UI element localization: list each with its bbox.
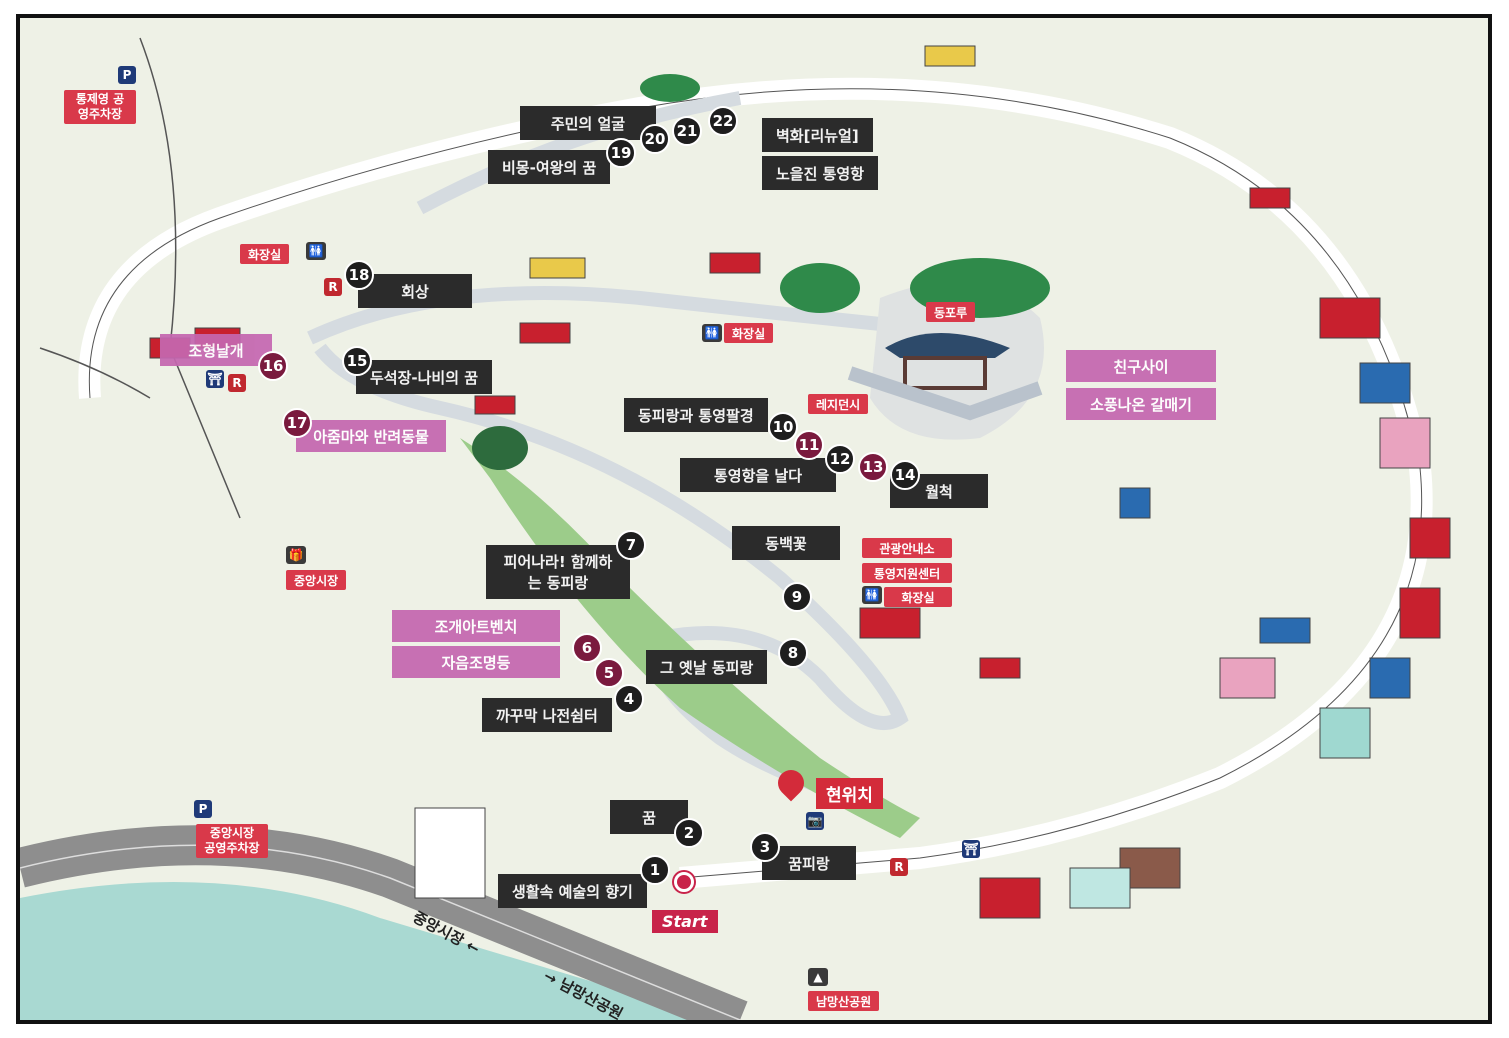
spot-number-14[interactable]: 14 (890, 460, 920, 490)
toilet-icon: 🚻 (862, 586, 882, 604)
tree-cluster (472, 426, 528, 470)
spot-label-10[interactable]: 동피랑과 통영팔경 (624, 398, 768, 432)
spot-label-16[interactable]: 조형날개 (160, 334, 272, 366)
parking-icon: P (194, 800, 212, 818)
spot-label-15[interactable]: 두석장-나비의 꿈 (356, 360, 493, 394)
spot-number-20[interactable]: 20 (640, 124, 670, 154)
parking-icon: P (118, 66, 136, 84)
spot-number-12[interactable]: 12 (825, 444, 855, 474)
photo-spot-icon: 📷 (806, 812, 824, 830)
spot-label-8[interactable]: 그 옛날 동피랑 (646, 650, 768, 684)
spot-number-7[interactable]: 7 (616, 530, 646, 560)
nammangsan-park-label[interactable]: 남망산공원 (808, 991, 880, 1011)
tongjeyoung-parking-label[interactable]: 통제영 공영주차장 (64, 90, 136, 124)
support-center-label[interactable]: 통영지원센터 (862, 563, 952, 583)
spot-number-6[interactable]: 6 (572, 633, 602, 663)
spot-number-16[interactable]: 16 (258, 351, 288, 381)
spot-number-5[interactable]: 5 (594, 658, 624, 688)
spot-number-22[interactable]: 22 (708, 106, 738, 136)
spot-label-20[interactable]: 주민의 얼굴 (520, 106, 656, 140)
gift-icon: 🎁 (286, 546, 306, 564)
spot-label-7[interactable]: 피어나라! 함께하는 동피랑 (486, 545, 630, 599)
spot-label-17[interactable]: 아줌마와 반려동물 (296, 420, 446, 452)
rest-area-icon: R (890, 858, 908, 876)
mountain-icon: ▲ (808, 968, 828, 986)
jungang-parking-label[interactable]: 중앙시장 공영주차장 (196, 824, 268, 858)
residency-label[interactable]: 레지던시 (808, 394, 869, 414)
toilet-label[interactable]: 화장실 (240, 244, 290, 264)
spot-label-13[interactable]: 소풍나온 갈매기 (1066, 388, 1216, 420)
spot-number-15[interactable]: 15 (342, 346, 372, 376)
spot-number-8[interactable]: 8 (778, 638, 808, 668)
spot-number-10[interactable]: 10 (768, 412, 798, 442)
spot-label-6[interactable]: 조개아트벤치 (392, 610, 560, 642)
spot-number-2[interactable]: 2 (674, 818, 704, 848)
dongporu-pavilion-roof (885, 333, 1010, 358)
spot-number-1[interactable]: 1 (640, 855, 670, 885)
map-base-drawing (20, 37, 1451, 1020)
spot-label-21[interactable]: 노을진 통영항 (762, 156, 879, 190)
spot-number-19[interactable]: 19 (606, 138, 636, 168)
rest-area-icon: R (324, 278, 342, 296)
start-point-icon (674, 872, 694, 892)
spot-label-19[interactable]: 비몽-여왕의 꿈 (488, 150, 611, 184)
spot-number-4[interactable]: 4 (614, 684, 644, 714)
toilet-icon: 🚻 (702, 324, 722, 342)
current-location-label: 현위치 (816, 778, 883, 809)
spot-label-12[interactable]: 통영항을 날다 (680, 458, 836, 492)
spot-number-21[interactable]: 21 (672, 116, 702, 146)
viewpoint-icon: ⛩ (962, 840, 980, 858)
toilet-label[interactable]: 화장실 (724, 323, 774, 343)
tree-cluster (640, 74, 700, 102)
spot-label-9[interactable]: 동백꽃 (732, 526, 840, 560)
green-slope (460, 438, 920, 838)
village-path (416, 91, 742, 215)
village-map: 생활속 예술의 향기 꿈 꿈피랑 까꾸막 나전쉼터 자음조명등 조개아트벤치 피… (20, 18, 1488, 1020)
spot-number-11[interactable]: 11 (794, 430, 824, 460)
spot-number-17[interactable]: 17 (282, 408, 312, 438)
start-label: Start (652, 910, 718, 933)
village-path (307, 286, 921, 345)
toilet-label[interactable]: 화장실 (884, 587, 952, 607)
spot-label-22[interactable]: 벽화[리뉴얼] (762, 118, 873, 152)
spot-label-18[interactable]: 회상 (358, 274, 472, 308)
spot-number-18[interactable]: 18 (344, 260, 374, 290)
rest-area-icon: R (228, 374, 246, 392)
viewpoint-icon: ⛩ (206, 370, 224, 388)
dongporu-label[interactable]: 동포루 (926, 302, 976, 322)
sea-water (20, 882, 720, 1020)
tree-cluster (780, 263, 860, 313)
spot-number-3[interactable]: 3 (750, 832, 780, 862)
toilet-icon: 🚻 (306, 242, 326, 260)
spot-label-4[interactable]: 까꾸막 나전쉼터 (482, 698, 612, 732)
spot-label-1[interactable]: 생활속 예술의 향기 (498, 874, 647, 908)
spot-number-9[interactable]: 9 (782, 582, 812, 612)
spot-number-13[interactable]: 13 (858, 452, 888, 482)
spot-label-5[interactable]: 자음조명등 (392, 646, 560, 678)
jungang-market-label[interactable]: 중앙시장 (286, 570, 347, 590)
spot-label-11[interactable]: 친구사이 (1066, 350, 1216, 382)
tourist-info-label[interactable]: 관광안내소 (862, 538, 952, 558)
